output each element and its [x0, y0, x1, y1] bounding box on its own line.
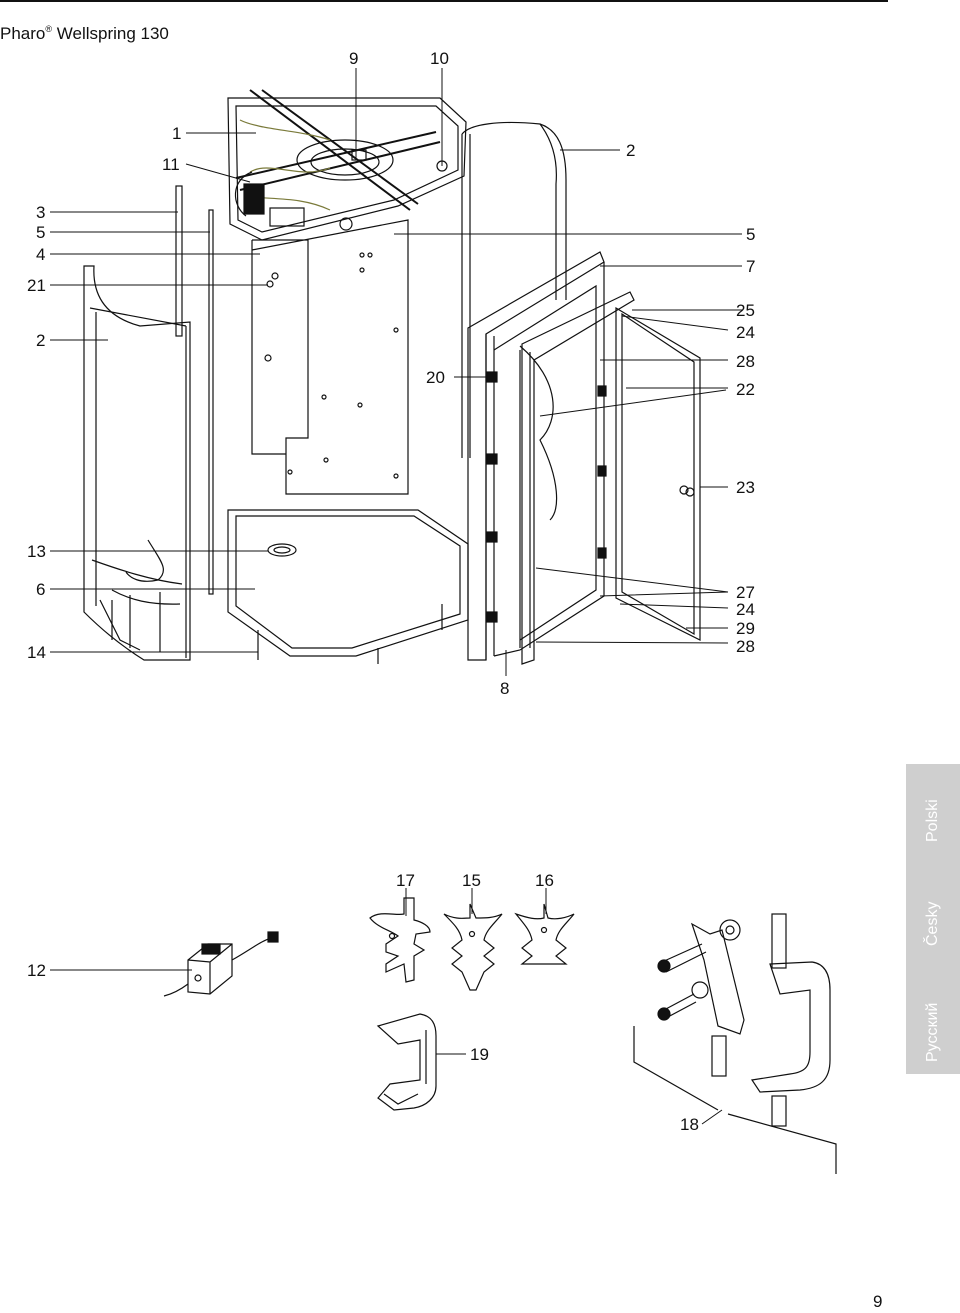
page-header: Pharo® Wellspring 130 — [0, 24, 169, 44]
label-3: 3 — [36, 203, 45, 222]
label-11: 11 — [162, 155, 180, 174]
clip-profile-16 — [514, 903, 575, 965]
callout-labels: 1 11 9 10 2 3 5 4 5 7 21 25 24 2 28 20 2… — [27, 49, 755, 1134]
top-rule — [0, 0, 888, 2]
label-7: 7 — [746, 257, 755, 276]
model-name: Wellspring 130 — [56, 24, 169, 43]
label-21: 21 — [27, 276, 46, 295]
label-17: 17 — [396, 871, 415, 890]
back-wall — [251, 219, 409, 495]
brand-name: Pharo — [0, 24, 46, 43]
clip-profile-15 — [443, 903, 503, 991]
right-side-wall — [461, 121, 567, 458]
label-9: 9 — [349, 49, 358, 68]
label-6: 6 — [36, 580, 45, 599]
label-8: 8 — [500, 679, 509, 698]
label-24-bottom: 24 — [736, 600, 755, 619]
label-10: 10 — [430, 49, 449, 68]
tab-cesky[interactable]: Česky — [924, 901, 941, 946]
shower-tray — [227, 509, 469, 664]
label-2-top: 2 — [626, 141, 635, 160]
registered-mark: ® — [45, 24, 53, 34]
leader-lines — [50, 68, 742, 1125]
label-5-left: 5 — [36, 223, 45, 242]
label-20: 20 — [426, 368, 445, 387]
front-door-frame — [467, 251, 635, 665]
label-14: 14 — [27, 643, 46, 662]
label-18: 18 — [680, 1115, 699, 1134]
left-glass-panel — [83, 265, 191, 661]
profile-strips — [175, 185, 214, 595]
label-27: 27 — [736, 583, 755, 602]
label-29: 29 — [736, 619, 755, 638]
tab-polski[interactable]: Polski — [924, 799, 941, 842]
label-5-right: 5 — [746, 225, 755, 244]
label-25: 25 — [736, 301, 755, 320]
label-23: 23 — [736, 478, 755, 497]
label-4: 4 — [36, 245, 45, 264]
door-glass — [615, 306, 701, 641]
language-tabs: Polski Česky Русский — [906, 764, 960, 1074]
label-28-bottom: 28 — [736, 637, 755, 656]
roof-unit — [227, 89, 467, 241]
label-1: 1 — [172, 124, 181, 143]
label-15: 15 — [462, 871, 481, 890]
label-28-top: 28 — [736, 352, 755, 371]
label-13: 13 — [27, 542, 46, 561]
tab-russian[interactable]: Русский — [924, 1002, 941, 1062]
label-2-left: 2 — [36, 331, 45, 350]
label-16: 16 — [535, 871, 554, 890]
label-24-top: 24 — [736, 323, 755, 342]
clamp-19 — [376, 1013, 437, 1111]
hardware-18 — [633, 913, 837, 1174]
label-19: 19 — [470, 1045, 489, 1064]
transformer — [163, 931, 279, 997]
label-12: 12 — [27, 961, 46, 980]
clip-profile-17 — [369, 897, 431, 983]
page-number: 9 — [873, 1292, 883, 1311]
label-22: 22 — [736, 380, 755, 399]
